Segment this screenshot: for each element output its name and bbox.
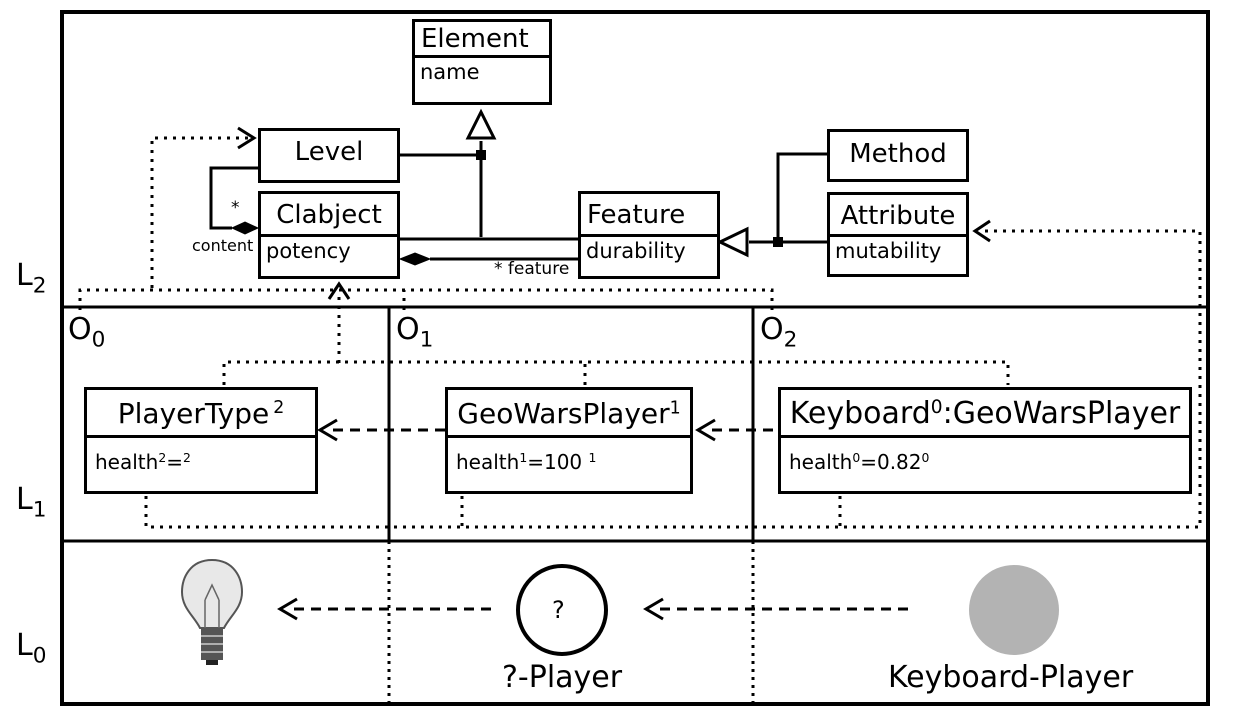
keyboard-player-label: Keyboard-Player bbox=[888, 660, 1134, 695]
clabject-class-attr: potency bbox=[266, 239, 351, 263]
ontological-links-l1 bbox=[317, 418, 778, 442]
order-label-o0: O0 bbox=[68, 312, 106, 353]
keyboard-object: Keyboard0:GeoWarsPlayer health0=0.820 bbox=[778, 387, 1192, 494]
level-class-name: Level bbox=[294, 137, 364, 167]
ontological-links-l0 bbox=[277, 597, 910, 621]
element-class-name: Element bbox=[415, 22, 549, 58]
feature-class-attr: durability bbox=[586, 239, 686, 263]
keyboard-header: Keyboard0:GeoWarsPlayer bbox=[781, 390, 1189, 438]
linguistic-links bbox=[78, 136, 1202, 529]
element-class: Element name bbox=[412, 19, 552, 105]
level-label-l2: L2 bbox=[16, 258, 47, 299]
clabject-class-name: Clabject bbox=[261, 194, 397, 237]
level-label-l1: L1 bbox=[16, 482, 47, 523]
outer-frame bbox=[60, 10, 1210, 706]
content-multiplicity: * bbox=[231, 198, 240, 218]
question-symbol: ? bbox=[552, 596, 565, 624]
question-player-circle bbox=[516, 564, 608, 656]
question-player-label: ?-Player bbox=[502, 660, 623, 695]
content-role-label: content bbox=[192, 236, 254, 255]
clabject-class: Clabject potency bbox=[258, 191, 400, 279]
playertype-attr: health2=2 bbox=[95, 450, 191, 474]
level-class: Level bbox=[258, 128, 400, 183]
feature-class: Feature durability bbox=[578, 191, 720, 279]
geowarsplayer-header: GeoWarsPlayer1 bbox=[448, 390, 690, 438]
metamodel-connectors bbox=[209, 108, 827, 266]
element-class-attr: name bbox=[420, 60, 480, 84]
geowarsplayer-class: GeoWarsPlayer1 health1=100 1 bbox=[445, 387, 693, 494]
feature-role-label: * feature bbox=[494, 259, 570, 279]
lightbulb-icon bbox=[180, 558, 244, 665]
level-label-l0: L0 bbox=[16, 628, 47, 669]
feature-class-name: Feature bbox=[581, 194, 717, 237]
keyboard-attr: health0=0.820 bbox=[789, 450, 930, 474]
keyboard-player-circle bbox=[969, 565, 1059, 655]
geowarsplayer-attr: health1=100 1 bbox=[456, 450, 597, 474]
method-class-name: Method bbox=[849, 139, 947, 169]
order-label-o2: O2 bbox=[760, 312, 798, 353]
attribute-class: Attribute mutability bbox=[827, 192, 969, 277]
attribute-class-name: Attribute bbox=[830, 195, 966, 237]
order-label-o1: O1 bbox=[396, 312, 434, 353]
arrowheads bbox=[237, 126, 991, 300]
method-class: Method bbox=[827, 129, 969, 182]
attribute-class-attr: mutability bbox=[835, 239, 942, 263]
